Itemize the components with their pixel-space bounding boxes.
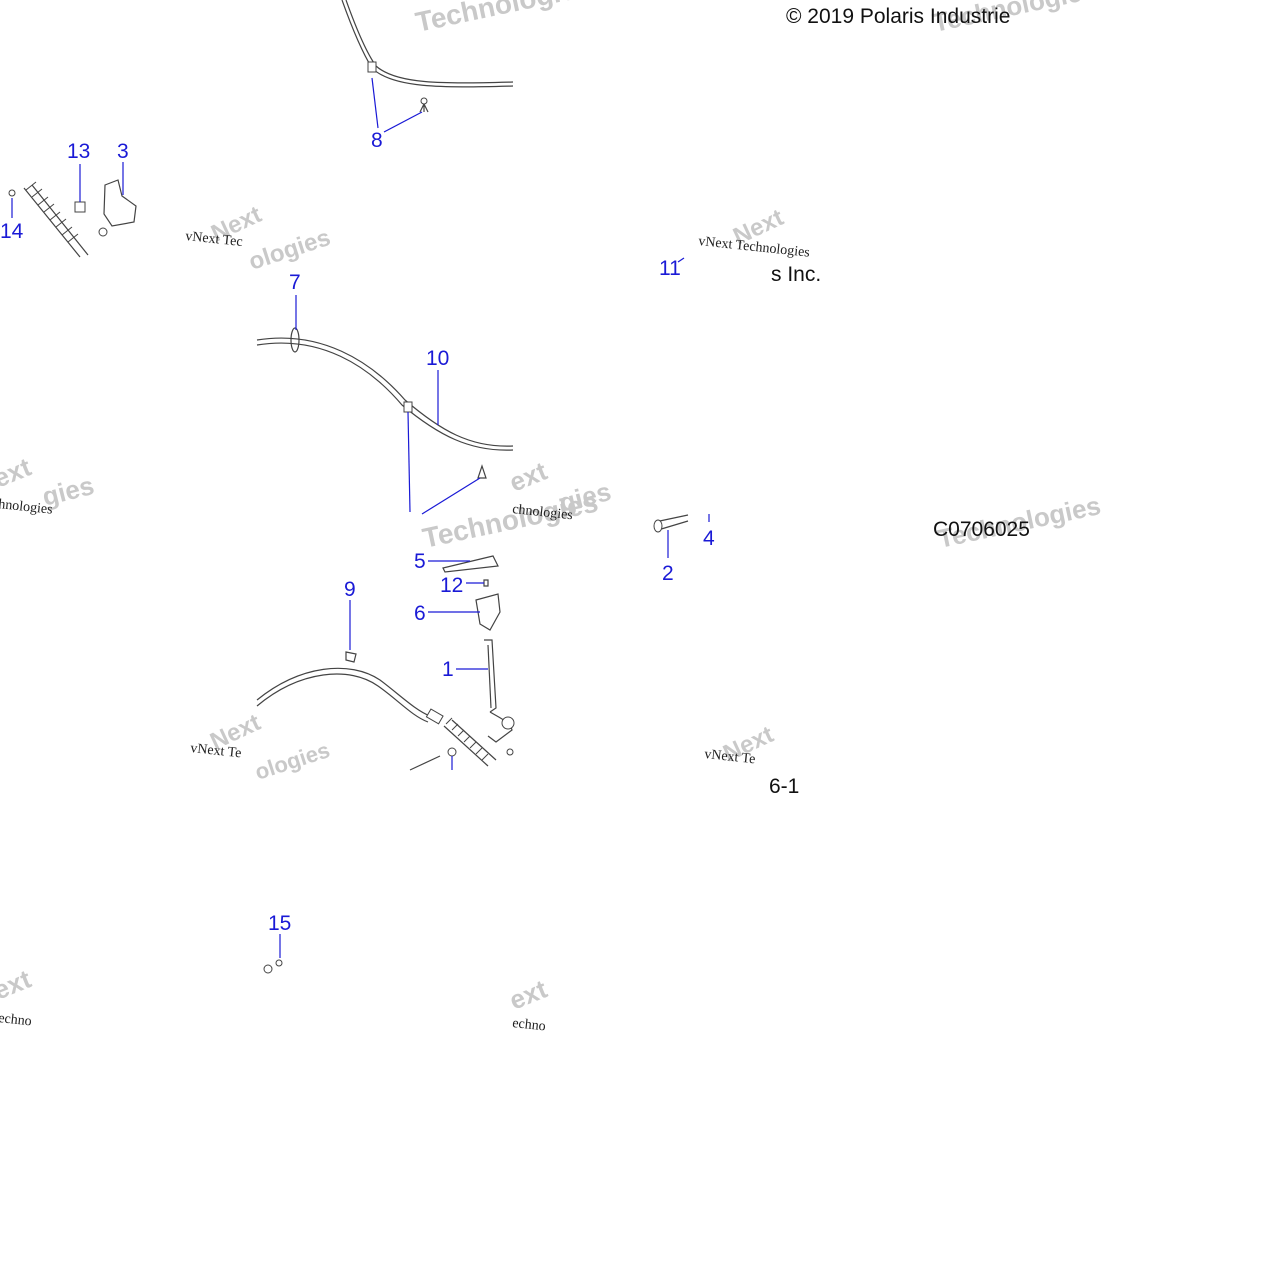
company-fragment-text: s Inc. [771, 263, 821, 286]
nut-assembly [263, 959, 283, 974]
watermark-dark-group: vNext Tec vNext Technologies hnologies c… [0, 229, 810, 1034]
grip-icon [475, 593, 501, 631]
washer-icon [447, 747, 457, 757]
cable-clip-icon [367, 61, 377, 73]
cable-top-assembly [341, 0, 514, 113]
callout-10: 10 [426, 347, 449, 370]
bolt-icon [74, 201, 86, 213]
callout-7: 7 [289, 271, 301, 294]
watermark-vnext-left: vNext Tec [185, 229, 244, 250]
watermark-chnologies-mid: chnologies [512, 502, 574, 523]
cable-clip-icon [403, 401, 413, 413]
cover-icon [442, 555, 499, 573]
pin-assembly [653, 514, 689, 533]
copyright-text: © 2019 Polaris Industrie [786, 5, 1010, 28]
cable-clip-icon [345, 651, 357, 663]
lever-arm-icon [484, 639, 497, 713]
callout-4: 4 [703, 527, 715, 550]
washer-icon [98, 227, 108, 237]
callout-14: 14 [0, 220, 24, 243]
callout-12: 12 [440, 574, 463, 597]
watermark-tech-top: Technologies [413, 0, 594, 38]
callout-1: 1 [442, 658, 454, 681]
callout-11: 11 [659, 257, 681, 280]
watermark-ologies-lower-left: ologies [252, 737, 333, 785]
push-rivet-icon [477, 464, 487, 479]
callout-8: 8 [371, 129, 383, 152]
drawing-code-text: C0706025 [933, 518, 1030, 541]
washer-icon [275, 959, 283, 967]
callout-2: 2 [662, 562, 674, 585]
cable-middle-assembly [256, 327, 514, 479]
watermark-chnologies-left: hnologies [0, 497, 53, 518]
callout-labels: 1 2 3 4 5 6 7 8 9 10 11 12 13 14 15 [0, 129, 715, 935]
cable-tie-icon [290, 327, 300, 353]
callout-15: 15 [268, 912, 291, 935]
bracket-icon [103, 179, 137, 227]
callout-5: 5 [414, 550, 426, 573]
callout-9: 9 [344, 578, 356, 601]
nut-icon [263, 964, 273, 974]
callout-6: 6 [414, 602, 426, 625]
callout-3: 3 [117, 140, 129, 163]
watermark-ologies-left: ologies [246, 224, 334, 276]
callout-13: 13 [67, 140, 90, 163]
watermark-ext-bottom-left: ext [0, 964, 35, 1006]
clevis-pin-icon [653, 519, 663, 533]
watermark-echno-bottom-mid: echno [512, 1016, 547, 1034]
lever-pedal-assembly [256, 555, 515, 771]
leader-lines [11, 77, 710, 958]
watermark-vnext-lower-right: vNext Te [704, 747, 757, 767]
nut-icon [8, 189, 16, 197]
watermark-ext-bottom-mid: ext [505, 974, 551, 1016]
revision-fragment-text: 6-1 [769, 775, 799, 798]
nut-icon [506, 748, 514, 756]
watermark-ext-left: ext [0, 452, 35, 494]
cable-end-bracket-assembly [8, 179, 137, 258]
watermark-echno-bottom-left: echno [0, 1011, 32, 1029]
small-screw-icon [483, 579, 489, 587]
watermark-ext-mid: ext [505, 456, 551, 498]
watermark-vnext-lower-left: vNext Te [190, 741, 243, 761]
